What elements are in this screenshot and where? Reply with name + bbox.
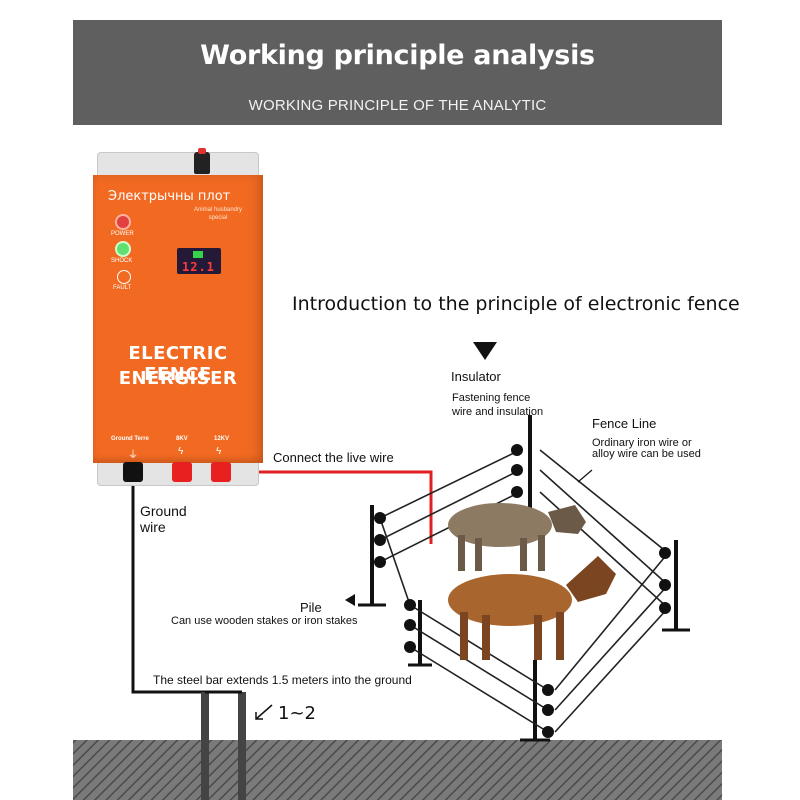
8kv-terminal bbox=[172, 462, 192, 482]
insulators bbox=[374, 444, 671, 738]
power-led-label: POWER bbox=[111, 231, 134, 237]
ground-strip bbox=[73, 740, 722, 800]
insulator-description: Fastening fence wire and insulation bbox=[452, 392, 544, 418]
terminal-12kv-label: 12KV bbox=[214, 436, 230, 442]
steel-bar-label: The steel bar extends 1.5 meters into th… bbox=[153, 673, 412, 687]
ground-terminal bbox=[123, 462, 143, 482]
depth-range-label: 1~2 bbox=[278, 703, 316, 724]
steel-bar-right bbox=[238, 692, 246, 800]
lightning-icon: ϟ bbox=[216, 446, 222, 457]
range-arrow bbox=[255, 704, 273, 720]
12kv-terminal bbox=[211, 462, 231, 482]
lightning-icon: ϟ bbox=[178, 446, 184, 457]
header-banner bbox=[73, 20, 722, 125]
pile-label: Pile bbox=[300, 600, 322, 615]
pile-description: Can use wooden stakes or iron stakes bbox=[171, 615, 358, 627]
fault-led-icon bbox=[117, 270, 131, 284]
insulator-marker bbox=[473, 342, 497, 360]
fence-line-description: Ordinary iron wire or alloy wire can be … bbox=[592, 437, 701, 460]
fault-led-label: FAULT bbox=[113, 285, 132, 291]
shock-led-icon bbox=[117, 243, 129, 255]
device-heading-line2: ENERGISER bbox=[118, 368, 238, 389]
intro-heading: Introduction to the principle of electro… bbox=[292, 293, 740, 315]
fence-line-label: Fence Line bbox=[592, 416, 657, 431]
page-title: Working principle analysis bbox=[200, 40, 595, 71]
steel-bar-left bbox=[201, 692, 209, 800]
live-wire-label: Connect the live wire bbox=[273, 450, 394, 465]
ground-symbol-icon: ⏚ bbox=[128, 450, 138, 461]
display-indicator bbox=[193, 251, 203, 258]
voltage-knob bbox=[194, 152, 210, 174]
ground-wire-line bbox=[131, 482, 205, 694]
page-subtitle: WORKING PRINCIPLE OF THE ANALYTIC bbox=[248, 97, 547, 114]
device-heading-line1: ELECTRIC FENCE bbox=[128, 343, 228, 385]
display-value: 12.1 bbox=[182, 260, 215, 274]
terminal-ground-label: Ground Terre bbox=[111, 436, 149, 442]
voltage-knob-cap bbox=[198, 148, 206, 154]
cow-back bbox=[448, 503, 586, 571]
shock-led-label: SHOCK bbox=[111, 258, 133, 264]
pile-pointer bbox=[345, 594, 355, 606]
cow-front bbox=[448, 556, 616, 660]
power-led-icon bbox=[117, 216, 129, 228]
device-brand: Электрычны плот bbox=[108, 189, 231, 204]
insulator-label: Insulator bbox=[451, 369, 501, 384]
live-wire-line bbox=[221, 470, 433, 544]
ground-wire-label: Ground wire bbox=[140, 503, 187, 535]
device-tagline: Animal husbandry special bbox=[193, 207, 243, 221]
terminal-8kv-label: 8KV bbox=[176, 436, 188, 442]
